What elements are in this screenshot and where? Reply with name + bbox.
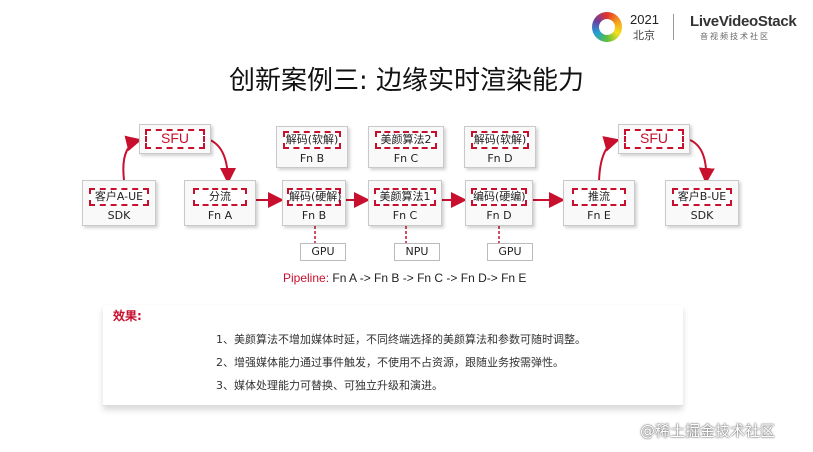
node-client-b-fn: SDK: [690, 209, 714, 222]
pipeline-text: Fn A -> Fn B -> Fn C -> Fn D-> Fn E: [329, 271, 527, 285]
node-encode-hw: 编码(硬编) Fn D: [465, 180, 533, 226]
node-decode-sw-fn-b: 解码(软解) Fn B: [276, 126, 348, 168]
arrow-clienta-to-sfu: [122, 135, 142, 181]
conference-logo-icon: [592, 12, 622, 42]
node-decode-sw2-label: 解码(软解): [471, 131, 529, 149]
node-client-a: 客户A-UE SDK: [82, 180, 156, 226]
pipeline-line: Pipeline: Fn A -> Fn B -> Fn C -> Fn D->…: [283, 271, 526, 285]
node-encode-hw-fn: Fn D: [486, 209, 512, 222]
node-decode-sw2-fn: Fn D: [487, 152, 513, 165]
slide-title: 创新案例三: 边缘实时渲染能力: [228, 66, 585, 96]
node-split-fn: Fn A: [207, 209, 233, 222]
node-decode-sw-fn: Fn B: [299, 152, 325, 165]
effects-item-3: 3、媒体处理能力可替换、可独立升级和演进。: [216, 379, 443, 392]
node-beauty1: 美颜算法1 Fn C: [368, 180, 442, 226]
watermark: @稀土掘金技术社区: [640, 422, 776, 440]
node-beauty1-fn: Fn C: [392, 209, 418, 222]
effects-item-1: 1、美颜算法不增加媒体时延，不同终端选择的美颜算法和参数可随时调整。: [216, 333, 586, 346]
node-decode-hw: 解码(硬解) Fn B: [282, 180, 346, 226]
header-divider: [673, 14, 674, 40]
hw-npu: NPU: [394, 243, 440, 261]
hw-gpu-1: GPU: [300, 243, 346, 261]
effects-panel: [103, 305, 683, 406]
node-push-fn: Fn E: [587, 209, 611, 222]
arrow-sfu-to-clientb: [689, 139, 715, 184]
sfu-left-label: SFU: [161, 130, 189, 146]
node-decode-hw-fn: Fn B: [301, 209, 327, 222]
node-decode-hw-label: 解码(硬解): [287, 188, 342, 206]
hw-gpu-2: GPU: [487, 243, 533, 261]
node-encode-hw-label: 编码(硬编): [471, 188, 527, 206]
node-push: 推流 Fn E: [563, 180, 635, 226]
node-client-a-label: 客户A-UE: [89, 188, 149, 206]
brand-name: LiveVideoStack: [690, 13, 797, 30]
node-beauty2-label: 美颜算法2: [375, 131, 437, 149]
arrow-sfu-to-split: [209, 139, 236, 184]
effects-title: 效果:: [113, 309, 142, 323]
effects-item-2: 2、增强媒体能力通过事件触发，不使用不占资源，跟随业务按需弹性。: [216, 356, 564, 369]
node-client-a-fn: SDK: [107, 209, 131, 222]
node-client-b-label: 客户B-UE: [672, 188, 732, 206]
sfu-right-node: SFU: [618, 124, 690, 154]
header-city: 北京: [633, 29, 655, 42]
node-decode-sw-label: 解码(软解): [283, 131, 341, 149]
header-year: 2021: [630, 12, 659, 27]
pipeline-label: Pipeline:: [283, 271, 330, 285]
node-beauty2-fn-c: 美颜算法2 Fn C: [368, 126, 444, 168]
node-split: 分流 Fn A: [184, 180, 256, 226]
sfu-right-label: SFU: [640, 130, 668, 146]
node-beauty1-label: 美颜算法1: [374, 188, 436, 206]
node-push-label: 推流: [572, 188, 626, 206]
sfu-left-node: SFU: [139, 124, 211, 154]
node-beauty2-fn: Fn C: [393, 152, 419, 165]
node-client-b: 客户B-UE SDK: [665, 180, 739, 226]
arrow-push-to-sfu: [598, 136, 620, 183]
node-split-label: 分流: [193, 188, 247, 206]
brand-subtitle: 音视频技术社区: [700, 32, 770, 41]
node-decode-sw-fn-d: 解码(软解) Fn D: [464, 126, 536, 168]
